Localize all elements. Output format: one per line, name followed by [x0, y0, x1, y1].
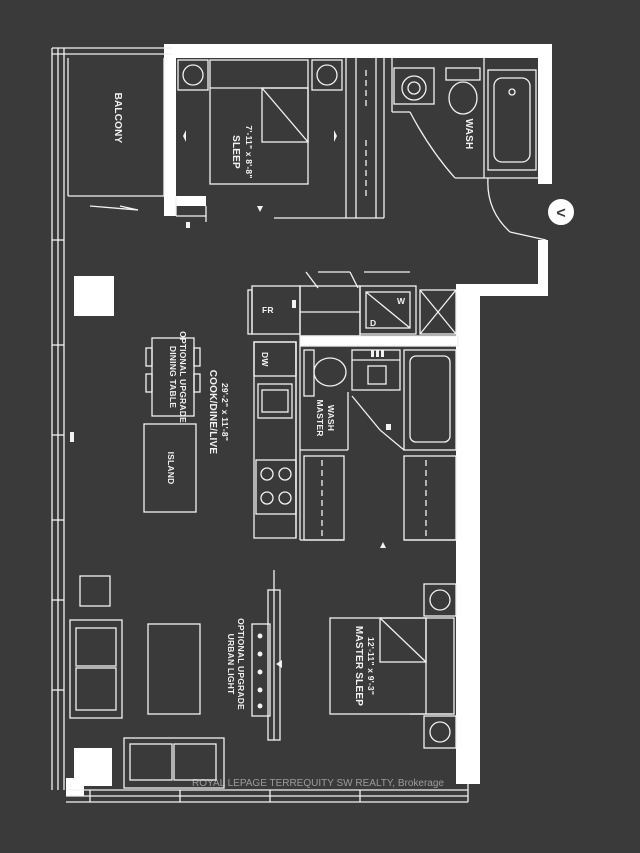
kitchen — [247, 271, 457, 539]
dining-table-label-1: DINING TABLE — [168, 346, 178, 408]
living-area — [69, 570, 281, 789]
dining-area — [74, 276, 201, 513]
master-wash-label-2: WASH — [326, 405, 336, 431]
cook-dine-live-label: COOK/DINE/LIVE — [207, 370, 218, 455]
fridge-label: FR — [262, 305, 274, 315]
entry-chevron-icon: < — [556, 205, 565, 222]
wash-room — [391, 58, 547, 241]
bottom-window-wall — [66, 784, 469, 803]
balcony-label: BALCONY — [112, 93, 123, 144]
dining-table-label-2: OPTIONAL UPGRADE — [178, 331, 188, 423]
balcony — [67, 58, 165, 211]
sleep-room — [175, 58, 385, 222]
entry-marker[interactable]: < — [546, 197, 576, 227]
master-wash-markers — [371, 350, 391, 548]
entry-circle-icon[interactable] — [546, 197, 576, 227]
master-sleep-dims: 12'-11" x 9'-3" — [366, 637, 376, 695]
column-top — [74, 276, 114, 316]
sleep-dims: 7'-11" x 8'-8" — [244, 125, 254, 178]
island-label: ISLAND — [166, 452, 176, 485]
urban-light-marker — [276, 660, 282, 668]
master-wash-label-1: MASTER — [315, 399, 325, 436]
washer-label: W — [397, 296, 406, 306]
urban-light-label-1: URBAN LIGHT — [226, 634, 236, 695]
master-sleep — [329, 583, 457, 749]
cook-dine-live-dims: 29'-2" x 11'-8" — [220, 383, 230, 441]
dishwasher-label: DW — [260, 352, 270, 367]
master-sleep-label: MASTER SLEEP — [353, 626, 364, 706]
urban-light-label-2: OPTIONAL UPGRADE — [236, 618, 246, 710]
exterior-walls — [66, 44, 552, 796]
master-wash — [299, 335, 459, 541]
wash-label: WASH — [463, 119, 474, 150]
sleep-markers — [183, 130, 337, 228]
dryer-label: D — [370, 318, 376, 328]
sleep-label: SLEEP — [230, 135, 241, 169]
column-bottom — [74, 748, 112, 786]
window-wall — [51, 47, 172, 790]
window-markers — [70, 300, 296, 442]
watermark: ROYAL LEPAGE TERREQUITY SW REALTY, Broke… — [192, 778, 444, 789]
